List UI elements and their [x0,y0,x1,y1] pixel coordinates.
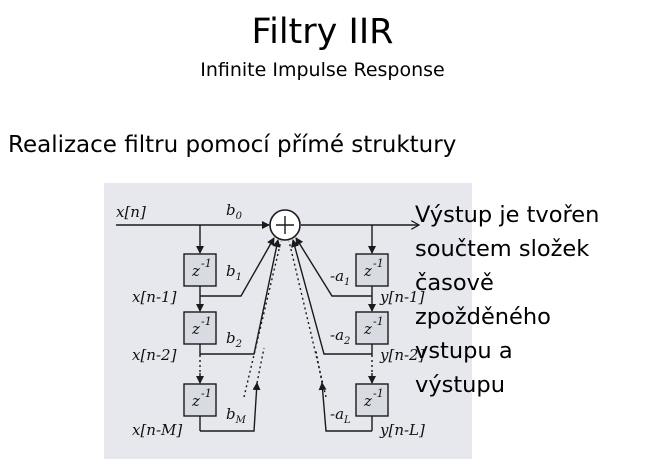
svg-text:-1: -1 [201,257,212,270]
tap-bm-dots [256,347,265,384]
coef-b2: b2 [226,329,242,350]
svg-text:-1: -1 [201,315,212,328]
svg-text:z: z [191,262,200,280]
tap-al-dots [315,350,323,384]
delay-box-right-1 [355,253,389,287]
note-line: Výstup je tvořen [415,202,600,228]
svg-text:-1: -1 [201,387,212,400]
delay-label-left-2: z -1 [191,315,212,338]
note-line: vstupu a [415,338,513,364]
delay-box-left-2 [183,311,217,345]
coef-al: -aL [330,405,351,426]
svg-text:z: z [363,320,372,338]
delay-label-left-1: z -1 [191,257,212,280]
delay-box-right-2 [355,311,389,345]
svg-text:z: z [191,320,200,338]
delay-label-right-1: z -1 [363,257,384,280]
tap-dots-left [243,240,282,398]
delay-box-left-1 [183,253,217,287]
label-xm: x[n-M] [132,421,182,439]
tap-a2-line [290,239,372,355]
delay-label-left-m: z -1 [191,387,212,410]
tap-dots-right [288,240,327,398]
iir-direct-form-diagram: z -1 z -1 z -1 z -1 z -1 z -1 x[n] x[n-1… [104,183,472,459]
svg-text:-1: -1 [373,257,384,270]
label-x1: x[n-1] [132,288,177,306]
coef-b0: b0 [226,201,243,222]
label-y2: y[n-2] [379,346,425,364]
coef-a1: -a1 [330,267,350,288]
svg-text:z: z [191,392,200,410]
note-line: časově [415,270,494,296]
coef-a2: -a2 [330,326,350,347]
delay-label-right-l: z -1 [363,387,384,410]
label-yl: y[n-L] [379,421,425,439]
label-input: x[n] [116,203,146,221]
tap-a1-line [295,237,372,297]
explanation-note: Výstup je tvořen součtem složek časově z… [415,198,640,402]
delay-label-right-2: z -1 [363,315,384,338]
section-heading: Realizace filtru pomocí přímé struktury [8,132,457,158]
coef-b1: b1 [226,262,242,283]
tap-b2-line [200,239,281,355]
summation-node [269,209,301,241]
note-line: zpožděného [415,304,551,330]
label-x2: x[n-2] [132,346,177,364]
tap-bm-line [200,382,261,432]
page-title: Filtry IIR [251,12,394,52]
tap-al-line [318,382,372,432]
page-subtitle: Infinite Impulse Response [200,59,445,81]
label-y1: y[n-1] [379,288,425,306]
svg-text:z: z [363,262,372,280]
coef-bm: bM [226,405,247,426]
delay-box-left-m [183,383,217,417]
diagram-svg: z -1 z -1 z -1 z -1 z -1 z -1 x[n] x[n-1… [104,183,472,459]
tap-b1-line [200,237,275,297]
svg-text:z: z [363,392,372,410]
note-line: výstupu [415,372,505,398]
note-line: součtem složek [415,236,590,262]
svg-text:-1: -1 [373,387,384,400]
svg-text:-1: -1 [373,315,384,328]
